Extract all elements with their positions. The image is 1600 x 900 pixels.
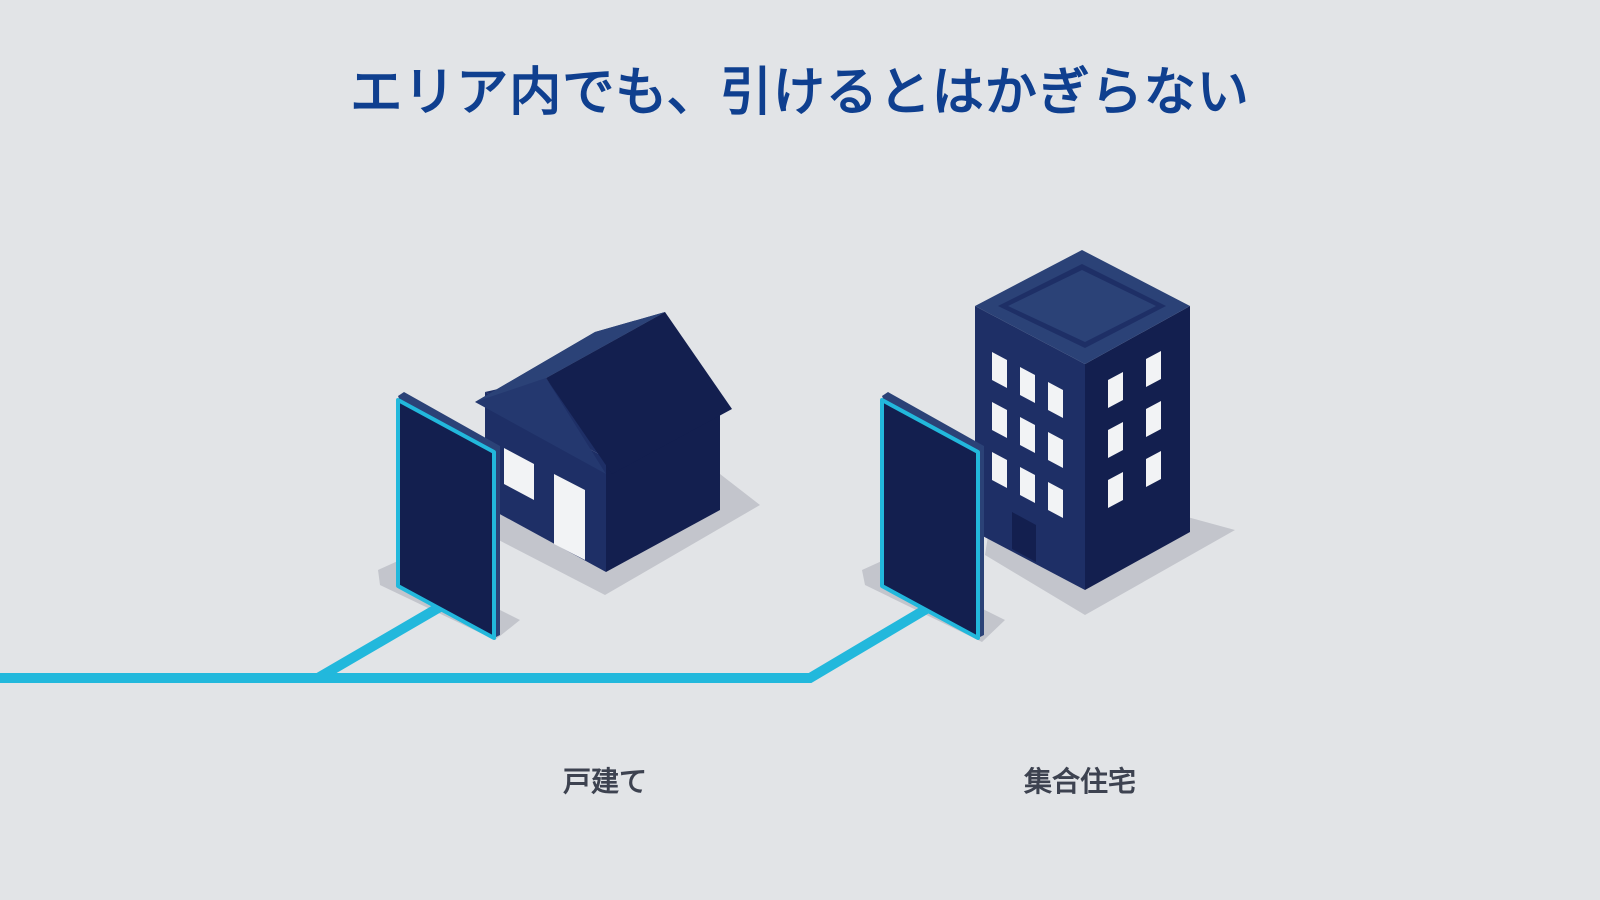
house-side-wall bbox=[606, 398, 720, 572]
apartment-window bbox=[1146, 401, 1161, 437]
apartment-window bbox=[1108, 372, 1123, 408]
apartment-window bbox=[992, 402, 1007, 438]
fiber-cable bbox=[0, 599, 931, 683]
apartment-window bbox=[992, 352, 1007, 388]
house-door bbox=[554, 474, 585, 560]
apartment-window bbox=[1020, 467, 1035, 503]
apartment-window bbox=[1108, 422, 1123, 458]
apartment-building-icon bbox=[975, 250, 1190, 590]
apartment-onu-panel bbox=[880, 392, 984, 640]
apartment-window bbox=[1048, 432, 1063, 468]
apartment-panel-face bbox=[880, 398, 980, 640]
apartment-entrance bbox=[1012, 512, 1036, 562]
house-panel-face bbox=[396, 398, 496, 640]
apartment-window bbox=[1020, 417, 1035, 453]
apartment-window bbox=[1108, 472, 1123, 508]
apartment-window bbox=[1146, 451, 1161, 487]
apartment-windows bbox=[992, 351, 1161, 518]
apartment-window bbox=[1020, 367, 1035, 403]
house-roof-ridge bbox=[475, 312, 665, 402]
apartment-window bbox=[1048, 482, 1063, 518]
page-title: エリア内でも、引けるとはかぎらない bbox=[350, 63, 1250, 123]
house-onu-panel bbox=[396, 392, 500, 640]
cable-main-line bbox=[0, 603, 931, 683]
apartment-roof-top bbox=[1008, 270, 1156, 342]
apartment-window bbox=[1146, 351, 1161, 387]
house-roof-front bbox=[475, 312, 665, 474]
apartment-side-wall bbox=[1085, 306, 1190, 590]
apartment-window bbox=[992, 452, 1007, 488]
apartment-window bbox=[1048, 382, 1063, 418]
house-label: 戸建て bbox=[562, 765, 647, 798]
house-roof-side bbox=[546, 312, 732, 474]
house-window bbox=[504, 448, 534, 500]
house-icon bbox=[475, 312, 732, 572]
cable-branch-house bbox=[313, 599, 450, 683]
apartment-label: 集合住宅 bbox=[1023, 765, 1136, 798]
